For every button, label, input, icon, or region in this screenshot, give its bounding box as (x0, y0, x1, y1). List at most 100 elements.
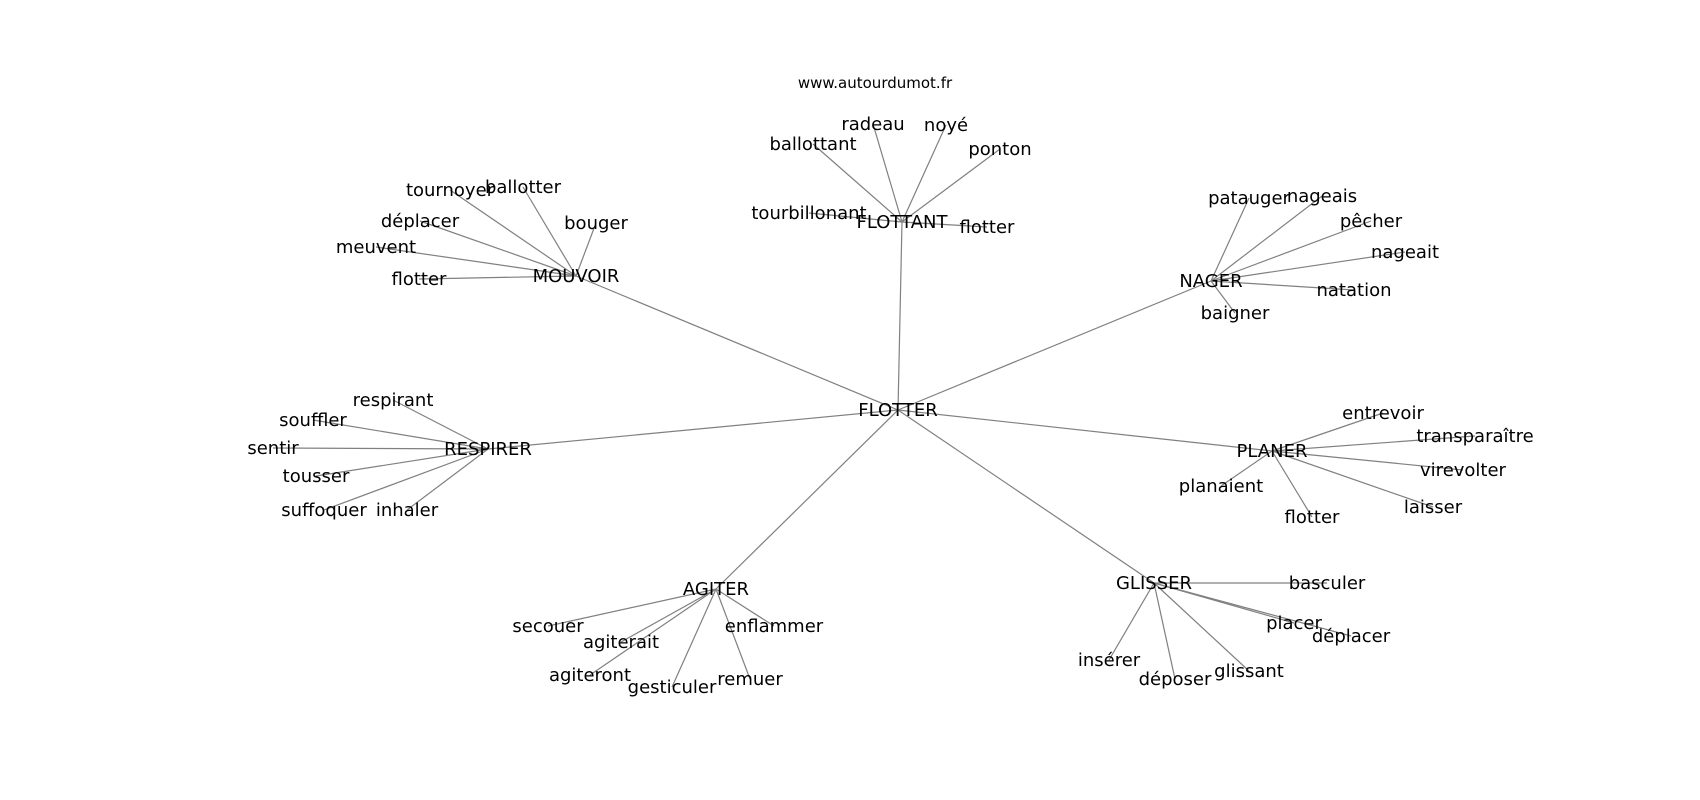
edge-agiter-secouer (547, 588, 717, 627)
leaf-node-agiter-gesticuler: gesticuler (628, 677, 717, 698)
edge-nager-patauger (1210, 197, 1250, 282)
edge-mouvoir-deplacer (419, 220, 577, 277)
leaf-node-flottant-tourbillonant: tourbillonant (751, 203, 866, 224)
hub-node-respirer: RESPIRER (444, 439, 532, 460)
edge-agiter-remuer (715, 588, 751, 680)
edge-nager-baigner (1210, 280, 1236, 314)
leaf-node-flottant-noye: noyé (924, 115, 968, 136)
hub-node-glisser: GLISSER (1116, 573, 1192, 594)
leaf-node-mouvoir-bouger: bouger (564, 213, 628, 234)
leaf-node-glisser-deposer: déposer (1139, 669, 1212, 690)
leaf-node-respirer-inhaler: inhaler (376, 500, 439, 521)
edge-planer-flotter (1271, 450, 1313, 518)
edge-mouvoir-ballotter (522, 186, 577, 277)
edge-planer-virevolter (1271, 450, 1464, 471)
edge-glisser-deplacer (1153, 582, 1352, 637)
edge-nager-natation (1210, 280, 1355, 291)
edge-nager-nageait (1210, 251, 1406, 282)
edge-center-mouvoir (575, 275, 899, 411)
leaf-node-nager-pecher: pêcher (1340, 211, 1403, 232)
leaf-node-planer-planaient: planaient (1179, 476, 1263, 497)
leaf-node-flottant-ballottant: ballottant (769, 134, 856, 155)
edge-center-planer (897, 409, 1273, 452)
hub-node-agiter: AGITER (683, 579, 749, 600)
edge-respirer-souffler (312, 419, 489, 450)
edge-flottant-ballottant (812, 143, 903, 223)
edge-planer-planaient (1220, 450, 1273, 487)
leaf-node-nager-nageait: nageait (1371, 242, 1439, 263)
edge-mouvoir-bouger (575, 222, 597, 277)
edge-nager-nageais (1210, 195, 1323, 282)
leaf-node-glisser-placer: placer (1266, 613, 1322, 634)
edge-center-flottant (897, 221, 903, 411)
leaf-node-flottant-radeau: radeau (841, 114, 904, 135)
leaf-node-nager-nageais: nageais (1287, 186, 1357, 207)
edge-mouvoir-meuvent (375, 246, 577, 277)
leaf-node-flottant-ponton: ponton (968, 139, 1031, 160)
leaf-node-planer-entrevoir: entrevoir (1342, 403, 1424, 424)
edge-center-agiter (715, 409, 899, 590)
edge-respirer-suffoquer (323, 448, 489, 511)
edge-nager-pecher (1210, 220, 1372, 282)
leaf-node-nager-natation: natation (1316, 280, 1391, 301)
leaf-node-mouvoir-meuvent: meuvent (336, 237, 416, 258)
leaf-node-agiter-secouer: secouer (512, 616, 584, 637)
leaf-node-mouvoir-tournoyer: tournoyer (406, 180, 495, 201)
edge-mouvoir-flotter (418, 275, 577, 280)
leaf-node-respirer-souffler: souffler (279, 410, 347, 431)
leaf-node-planer-virevolter: virevolter (1420, 460, 1507, 481)
leaf-node-planer-flotter: flotter (1285, 507, 1341, 528)
edge-center-glisser (897, 409, 1155, 584)
hub-node-mouvoir: MOUVOIR (533, 266, 620, 287)
hub-node-planer: PLANER (1237, 441, 1308, 462)
leaf-node-agiter-agiterait: agiterait (583, 632, 659, 653)
edge-agiter-agiteront (589, 588, 717, 676)
leaf-node-glisser-deplacer: déplacer (1312, 626, 1391, 647)
edge-glisser-inserer (1108, 582, 1155, 661)
edge-center-respirer (487, 409, 899, 450)
edge-agiter-agiterait (620, 588, 717, 643)
edge-respirer-inhaler (406, 448, 489, 511)
edge-respirer-tousser (315, 448, 489, 477)
leaf-node-planer-transparaitre: transparaître (1416, 426, 1533, 447)
edge-flottant-tourbillonant (808, 212, 903, 223)
leaf-node-mouvoir-flotter: flotter (392, 269, 448, 290)
edge-agiter-enflammer (715, 588, 775, 627)
leaf-node-respirer-suffoquer: suffoquer (281, 500, 367, 521)
leaf-node-nager-patauger: patauger (1208, 188, 1290, 209)
leaf-node-planer-laisser: laisser (1404, 497, 1463, 518)
edge-flottant-radeau (872, 123, 903, 223)
center-node-flotter: FLOTTER (858, 400, 937, 421)
edge-planer-laisser (1271, 450, 1434, 508)
edge-mouvoir-tournoyer (449, 189, 577, 277)
graph-edges (272, 123, 1476, 688)
leaf-node-respirer-sentir: sentir (247, 438, 299, 459)
edge-planer-entrevoir (1271, 412, 1384, 452)
leaf-node-agiter-agiteront: agiteront (549, 665, 631, 686)
edge-flottant-noye (901, 124, 947, 223)
edge-center-nager (897, 280, 1212, 411)
edge-flottant-ponton (901, 148, 1001, 223)
leaf-node-glisser-basculer: basculer (1289, 573, 1366, 594)
leaf-node-respirer-tousser: tousser (283, 466, 350, 487)
edge-glisser-deposer (1153, 582, 1176, 680)
leaf-node-mouvoir-ballotter: ballotter (485, 177, 562, 198)
leaf-node-respirer-respirant: respirant (353, 390, 434, 411)
leaf-node-nager-baigner: baigner (1201, 303, 1270, 324)
edge-flottant-flotter (901, 221, 988, 228)
hub-node-nager: NAGER (1179, 271, 1242, 292)
hub-node-flottant: FLOTTANT (857, 212, 949, 233)
source-url: www.autourdumot.fr (798, 74, 953, 92)
leaf-node-glisser-glissant: glissant (1214, 661, 1284, 682)
leaf-node-glisser-inserer: insérer (1078, 650, 1141, 671)
edge-agiter-gesticuler (671, 588, 717, 688)
leaf-node-mouvoir-deplacer: déplacer (381, 211, 460, 232)
edge-glisser-glissant (1153, 582, 1250, 672)
leaf-node-flottant-flotter: flotter (960, 217, 1016, 238)
edge-respirer-sentir (272, 447, 489, 450)
leaf-node-agiter-enflammer: enflammer (725, 616, 824, 637)
edge-respirer-respirant (392, 399, 489, 450)
leaf-node-agiter-remuer: remuer (717, 669, 783, 690)
